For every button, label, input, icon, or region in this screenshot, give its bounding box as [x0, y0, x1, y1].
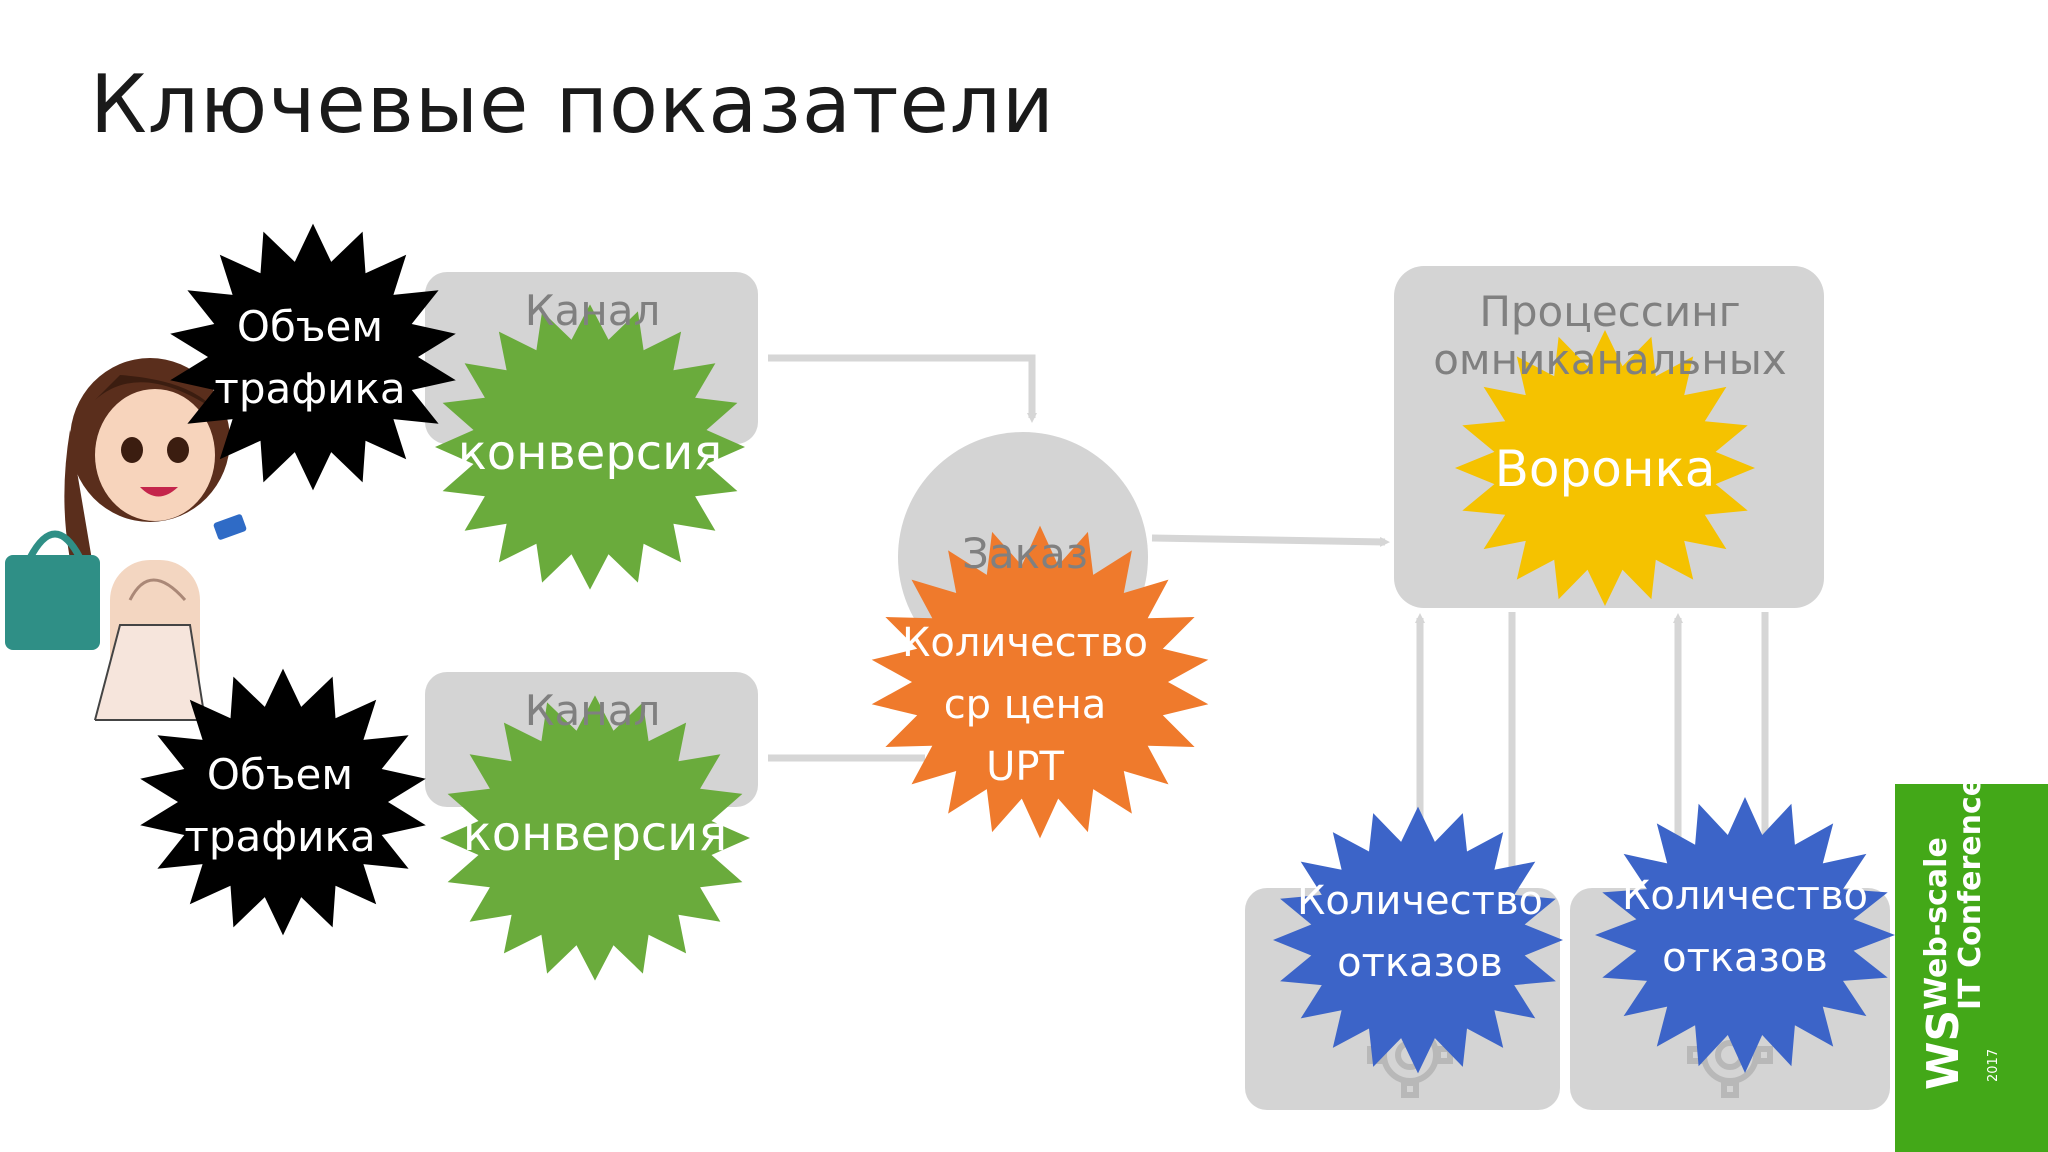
traffic-volume-label-top: Объем трафика [214, 302, 406, 413]
conversion-burst-top [435, 304, 745, 590]
channel-label-top: Канал [524, 286, 661, 335]
order-metrics-label: Количество ср цена UPT [901, 620, 1148, 790]
rejects-burst-left [1273, 806, 1563, 1074]
rejects-label-right: Количество отказов [1621, 873, 1868, 981]
order-label: Заказ [961, 529, 1089, 578]
conference-logo [1895, 784, 2048, 1152]
conference-logo-year: 2017 [1986, 1048, 2001, 1082]
burst-layer [140, 223, 1895, 1074]
conference-logo-text: Web-scale IT Conference [1919, 775, 1988, 1010]
conversion-label-bottom: конверсия [462, 806, 728, 862]
processing-label-line2: омниканальных [1433, 335, 1787, 384]
traffic-volume-label-bottom: Объем трафика [184, 750, 376, 861]
processing-label-line1: Процессинг [1479, 287, 1741, 336]
page-title: Ключевые показатели [90, 58, 1055, 151]
traffic-burst-top [170, 223, 456, 491]
shopper-illustration [0, 358, 247, 730]
conversion-burst-bottom [440, 695, 750, 981]
funnel-label: Воронка [1494, 440, 1716, 498]
rejects-label-left: Количество отказов [1296, 878, 1543, 986]
traffic-burst-bottom [140, 668, 426, 936]
order-metrics-burst [871, 525, 1209, 839]
rejects-burst-right [1595, 797, 1895, 1073]
channel-label-bottom: Канал [524, 686, 661, 735]
funnel-burst [1455, 330, 1755, 606]
conversion-label-top: конверсия [457, 425, 723, 481]
conference-logo-mark: WS [1918, 1009, 1969, 1090]
